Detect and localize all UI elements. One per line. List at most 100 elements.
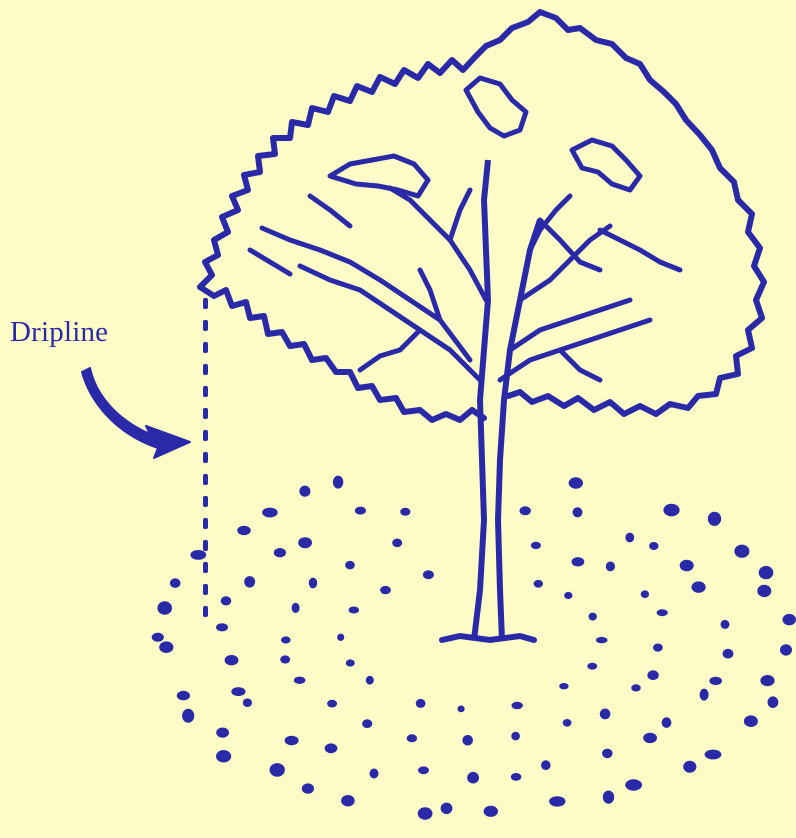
ground-dot [625, 533, 634, 543]
canopy-outline-left [200, 287, 484, 420]
ground-dot [370, 769, 379, 779]
ground-dot [441, 803, 453, 814]
dripline-dash [203, 540, 208, 551]
ground-dot [298, 537, 312, 548]
dripline-dash [203, 408, 208, 419]
ground-dot [534, 580, 543, 588]
ground-dot [569, 477, 583, 488]
ground-dot [380, 586, 391, 594]
ground-line [442, 636, 534, 640]
dripline-dash [203, 342, 208, 353]
ground-dot [418, 807, 433, 819]
ground-dot [572, 557, 585, 566]
ground-dot [657, 609, 668, 616]
ground-dot [549, 796, 565, 806]
ground-dot [458, 706, 465, 713]
ground-dot [302, 783, 314, 793]
ground-dot [349, 607, 360, 614]
ground-dot [407, 734, 417, 742]
ground-dot [270, 763, 285, 777]
ground-dot [643, 733, 657, 743]
ground-dot [484, 806, 498, 817]
ground-dot [216, 750, 231, 762]
ground-dot [177, 691, 190, 701]
ground-dot [309, 578, 317, 589]
ground-dot [647, 670, 658, 680]
ground-dot [299, 486, 310, 497]
ground-dot [400, 508, 410, 516]
canopy-inner-lobe [466, 78, 526, 136]
dripline-dash [203, 496, 208, 507]
dripline-dashes [203, 298, 208, 617]
dripline-dash [203, 474, 208, 485]
ground-dot [294, 677, 306, 684]
ground-dot [692, 581, 706, 592]
ground-dot [274, 548, 286, 557]
dripline-dash [203, 562, 208, 573]
ground-dot [564, 592, 572, 599]
ground-dot [423, 570, 434, 579]
ground-dot [221, 596, 232, 605]
ground-dot [512, 702, 523, 709]
ground-dot [355, 507, 366, 515]
ground-dot [641, 590, 649, 598]
ground-dot [467, 772, 479, 784]
ground-dot [734, 545, 749, 558]
ground-dot [683, 761, 696, 773]
ground-dot [531, 542, 541, 549]
dripline-dash [203, 584, 208, 595]
ground-dot [182, 709, 194, 723]
dripline-dash [203, 430, 208, 441]
ground-dot [262, 508, 278, 518]
dripline-arrow [82, 368, 190, 458]
ground-dot [216, 728, 229, 738]
trunk [474, 160, 488, 640]
ground-dot [159, 641, 173, 653]
ground-dot [541, 760, 551, 770]
ground-dot [285, 736, 299, 745]
ground-dot [152, 633, 164, 642]
ground-dot [783, 614, 796, 625]
ground-dot [573, 507, 583, 517]
ground-dot [780, 644, 792, 655]
ground-dot [757, 585, 771, 597]
ground-dot [333, 476, 343, 489]
ground-dot [346, 659, 355, 666]
ground-dot [721, 620, 730, 629]
ground-dot [190, 550, 206, 560]
ground-dot [723, 649, 734, 659]
ground-dot [280, 655, 290, 663]
ground-dot [327, 700, 337, 708]
ground-dot [520, 506, 531, 515]
ground-dot [600, 709, 611, 720]
ground-dot [281, 636, 291, 643]
canopy-inner-lobe [572, 140, 640, 190]
ground-dot [768, 696, 779, 708]
ground-dot [649, 542, 658, 550]
ground-dot [237, 526, 251, 535]
ground-dot [596, 637, 608, 643]
ground-dot [345, 561, 355, 570]
ground-dot [243, 698, 252, 707]
ground-dot [700, 689, 709, 701]
canopy-inner-lobe [330, 156, 428, 196]
dripline-dash [203, 606, 208, 617]
ground-dot [216, 623, 228, 631]
ground-dot [392, 539, 402, 548]
ground-dot [337, 634, 344, 641]
ground-dot [708, 512, 721, 526]
dripline-dash [203, 386, 208, 397]
dripline-label: Dripline [10, 316, 108, 349]
ground-dot [631, 684, 641, 691]
ground-dot [559, 683, 568, 689]
ground-dot [663, 504, 679, 517]
ground-dot [587, 663, 597, 670]
ground-dot [416, 699, 426, 708]
dripline-dash [203, 320, 208, 331]
ground-dot [325, 743, 338, 753]
ground-dot [462, 735, 473, 746]
ground-dot [341, 795, 355, 806]
ground-dot [225, 655, 239, 665]
ground-dot [511, 732, 520, 741]
